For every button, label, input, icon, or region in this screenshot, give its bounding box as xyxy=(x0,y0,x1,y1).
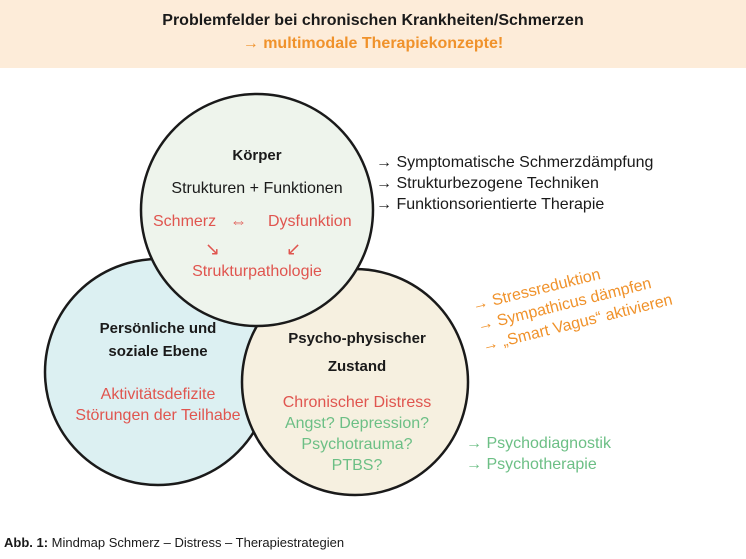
psycho-title-line1: Psycho-physischer xyxy=(288,330,426,347)
koerper-subtitle: Strukturen + Funktionen xyxy=(171,180,343,197)
figure-caption: Abb. 1: Mindmap Schmerz – Distress – The… xyxy=(4,535,344,550)
sozial-line1: Aktivitätsdefizite xyxy=(100,386,216,403)
koerper-strategies: → Symptomatische Schmerzdämpfung → Struk… xyxy=(376,152,653,215)
circle-koerper xyxy=(139,92,375,328)
header-banner: Problemfelder bei chronischen Krankheite… xyxy=(0,0,746,68)
psycho-strategy-2: → Psychotherapie xyxy=(466,456,597,473)
caption-text: Mindmap Schmerz – Distress – Therapiestr… xyxy=(48,535,345,550)
double-arrow-icon: ⇔ xyxy=(230,212,247,231)
psycho-strategy-1: → Psychodiagnostik xyxy=(466,435,611,452)
header-subtitle: → multimodale Therapiekonzepte! xyxy=(242,35,504,52)
header-title: Problemfelder bei chronischen Krankheite… xyxy=(162,12,584,29)
psycho-green-line2: Psychotrauma? xyxy=(301,436,413,453)
sozial-title-line2: soziale Ebene xyxy=(108,343,208,360)
koerper-title: Körper xyxy=(232,147,282,164)
psycho-green-line1: Angst? Depression? xyxy=(284,415,430,432)
sozial-title-line1: Persönliche und xyxy=(99,320,217,337)
arrow-down-left-icon: ↙ xyxy=(286,239,302,259)
koerper-strategy-1: → Symptomatische Schmerzdämpfung xyxy=(376,154,654,171)
koerper-right-term: Dysfunktion xyxy=(268,213,352,230)
psycho-green-line3: PTBS? xyxy=(331,457,383,474)
psycho-title-line2: Zustand xyxy=(327,358,387,375)
sozial-line2: Störungen der Teilhabe xyxy=(75,407,241,424)
caption-label: Abb. 1: xyxy=(4,535,49,550)
koerper-left-term: Schmerz xyxy=(153,213,217,230)
psycho-red-line: Chronischer Distress xyxy=(282,394,432,411)
koerper-bottom-term: Strukturpathologie xyxy=(192,263,322,280)
arrow-down-right-icon: ↘ xyxy=(205,239,221,259)
koerper-strategy-2: → Strukturbezogene Techniken xyxy=(376,175,599,192)
psycho-strategies: → Psychodiagnostik → Psychotherapie xyxy=(466,433,611,475)
koerper-strategy-3: → Funktionsorientierte Therapie xyxy=(376,196,605,213)
